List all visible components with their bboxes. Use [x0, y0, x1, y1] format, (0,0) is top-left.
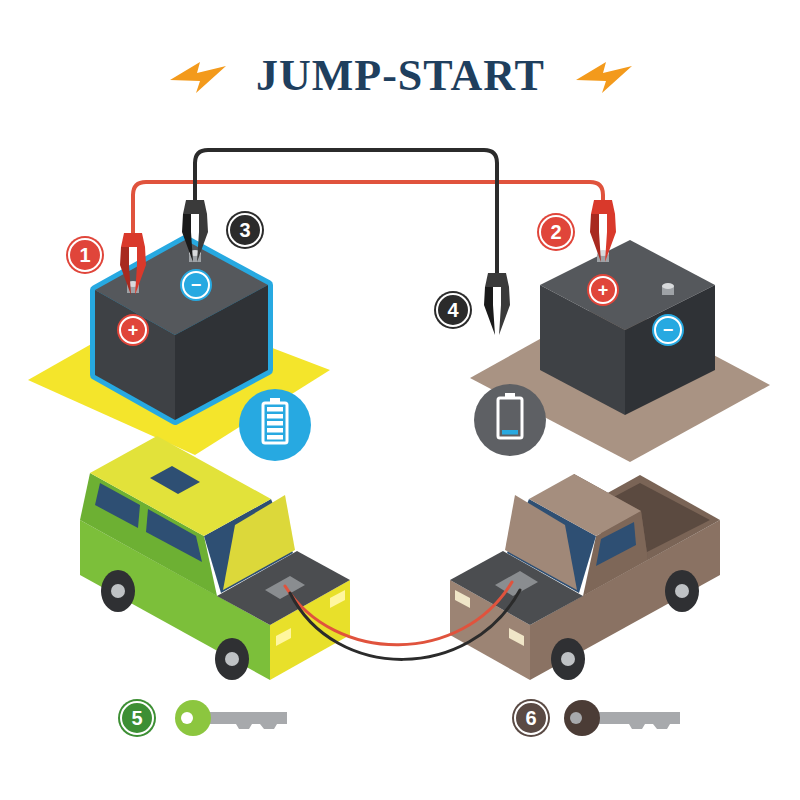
headlight: [509, 628, 524, 646]
red-clamp: [590, 200, 616, 262]
wheel: [101, 570, 135, 612]
full-battery-icon: [239, 389, 311, 461]
black-clamp: [484, 273, 510, 335]
clamp-jaw: [484, 287, 495, 335]
red-clamp: [120, 233, 146, 295]
icon-battery: [263, 403, 287, 443]
callout-number-circle: 1: [68, 238, 102, 272]
charge-bar: [502, 430, 518, 435]
terminal-sign-circle: −: [654, 316, 682, 344]
terminal-sign-circle: +: [589, 276, 617, 304]
terminal-sign: +: [128, 321, 139, 339]
battery-side: [540, 285, 625, 415]
headlight: [330, 590, 345, 608]
key-head: [564, 700, 600, 736]
terminal-sign: −: [191, 276, 202, 294]
callout-number: 5: [131, 708, 142, 728]
battery-terminal: [662, 283, 674, 289]
callout-number-circle: 3: [228, 213, 262, 247]
wheel-hub: [561, 652, 575, 666]
brown-key: [564, 700, 680, 736]
callout-number-circle: 4: [436, 293, 470, 327]
wheel-hub: [225, 652, 239, 666]
brown-truck: [450, 474, 720, 680]
icon-circle: [239, 389, 311, 461]
headlight: [455, 590, 470, 608]
callout-number-circle: 2: [539, 215, 573, 249]
clamp-jaw: [499, 287, 510, 335]
clamp-jaw: [182, 214, 193, 262]
black-clamp: [182, 200, 208, 262]
headlight: [276, 628, 291, 646]
green-key: [175, 700, 287, 736]
charge-bar: [267, 421, 283, 426]
key-hole: [570, 712, 582, 724]
battery-side: [625, 285, 715, 415]
icon-battery: [498, 398, 522, 438]
lightning-bolt: [576, 62, 632, 93]
terminal-sign: −: [663, 321, 674, 339]
callout-number: 4: [447, 300, 458, 320]
key-hole: [181, 712, 193, 724]
clamp-handle: [121, 233, 145, 247]
black-cable: [290, 590, 520, 659]
icon-circle: [474, 384, 546, 456]
charge-bar: [267, 414, 283, 419]
title: JUMP-START: [256, 50, 545, 101]
clamp-handle: [591, 200, 615, 214]
wheel-hub: [111, 584, 125, 598]
callout-number: 2: [550, 222, 561, 242]
callout-number: 3: [239, 220, 250, 240]
battery-side: [95, 290, 175, 420]
terminal-sign-circle: −: [182, 271, 210, 299]
lightning-bolt: [170, 62, 226, 93]
black-cable: [195, 150, 497, 273]
sunroof: [150, 466, 200, 494]
open-hood: [223, 495, 295, 590]
clamp-jaw: [135, 247, 146, 295]
key-blade: [205, 712, 287, 729]
wheel: [215, 638, 249, 680]
charge-bar: [267, 435, 283, 440]
charge-bar: [267, 428, 283, 433]
wheel: [551, 638, 585, 680]
clamp-jaw: [120, 247, 131, 295]
clamp-handle: [183, 200, 207, 214]
clamp-jaw: [590, 214, 601, 262]
car-battery: [495, 571, 538, 596]
wheel: [665, 570, 699, 612]
clamp-jaw: [605, 214, 616, 262]
callout-number: 6: [525, 708, 536, 728]
icon-battery: [270, 398, 280, 403]
open-hood: [505, 495, 577, 590]
terminal-sign-circle: +: [119, 316, 147, 344]
icon-battery: [505, 393, 515, 398]
callout-number-circle: 6: [514, 701, 548, 735]
terminal-sign: +: [598, 281, 609, 299]
wheel-hub: [675, 584, 689, 598]
key-blade: [594, 712, 680, 729]
key-head: [175, 700, 211, 736]
green-car: [80, 436, 350, 680]
charge-bar: [267, 407, 283, 412]
callout-number: 1: [79, 245, 90, 265]
battery-outline: [95, 240, 268, 420]
low-battery-icon: [474, 384, 546, 456]
callout-number-circle: 5: [120, 701, 154, 735]
clamp-handle: [485, 273, 509, 287]
clamp-jaw: [197, 214, 208, 262]
